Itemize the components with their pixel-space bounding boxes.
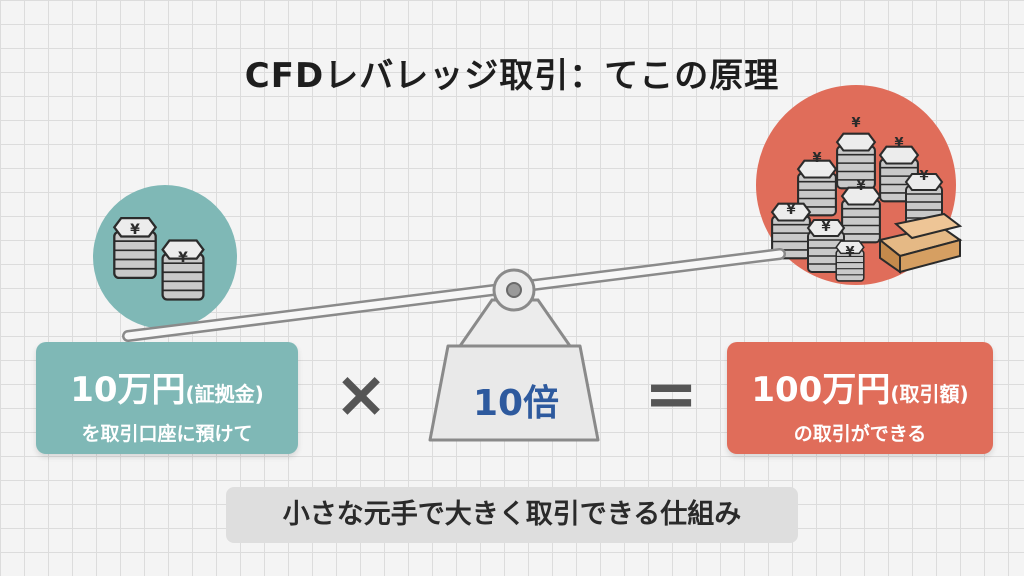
summary-banner: 小さな元手で大きく取引できる仕組み [226,487,798,543]
margin-amount: 10万円 [70,370,186,410]
yen-icon: ¥ [851,116,860,131]
yen-icon: ¥ [786,203,795,218]
gold-bar-icon [877,212,963,274]
margin-note: (証拠金) [185,382,264,406]
trade-box: 100万円(取引額) の取引ができる [727,342,993,454]
trade-amount: 100万円 [751,370,891,410]
margin-caption: を取引口座に預けて [81,423,253,445]
trade-note: (取引額) [890,382,969,406]
yen-icon: ¥ [845,245,854,260]
diagram-title: CFDレバレッジ取引：てこの原理 [244,56,780,96]
yen-icon: ¥ [812,151,821,166]
multiply-operator: × [334,358,388,432]
yen-icon: ¥ [178,250,188,266]
yen-icon: ¥ [919,169,928,184]
weight-fulcrum [428,268,600,442]
trade-caption: の取引ができる [793,423,927,445]
yen-icon: ¥ [130,222,140,238]
equals-operator: = [644,358,698,432]
lever-beam [124,250,784,340]
yen-icon: ¥ [856,179,865,194]
leverage-label: 10倍 [472,383,560,424]
yen-icon: ¥ [894,136,903,151]
yen-icon: ¥ [821,220,830,235]
coin-stack-icon [840,186,882,244]
margin-box: 10万円(証拠金) を取引口座に預けて [36,342,298,454]
